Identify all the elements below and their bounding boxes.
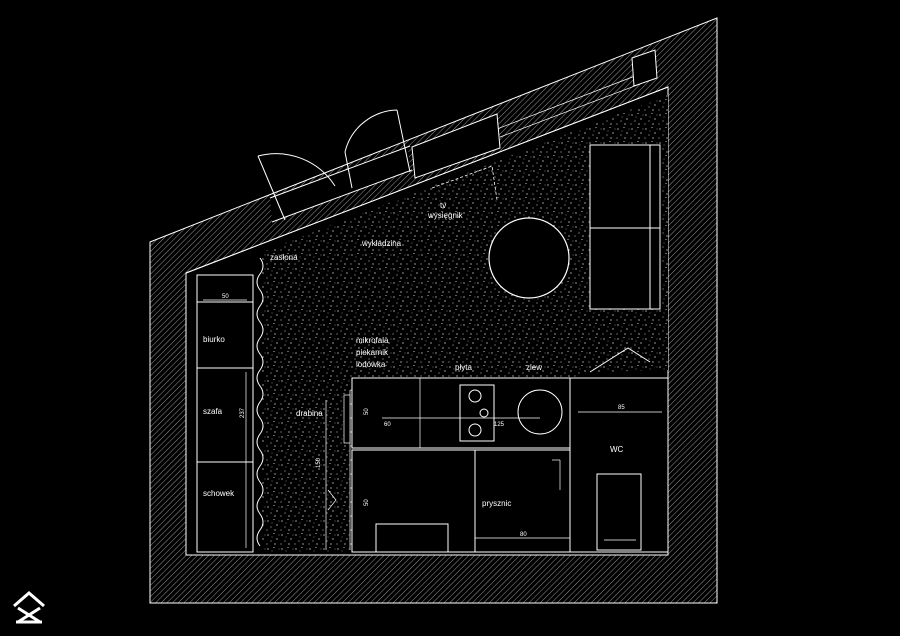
label-desk: biurko — [203, 335, 225, 344]
dim-counter-depth: 50 — [364, 408, 370, 415]
label-tv: tv — [440, 201, 446, 210]
label-fridge: lodówka — [356, 360, 386, 369]
ladder — [325, 390, 351, 550]
bathroom — [351, 449, 571, 553]
dim-wardrobe-depth: 50 — [222, 294, 229, 300]
label-sink: zlew — [526, 363, 542, 372]
wc-room — [569, 347, 669, 553]
round-table — [488, 217, 570, 299]
label-curtain: zasłona — [270, 253, 298, 262]
dim-shower-width: 80 — [520, 532, 527, 538]
dimension-labels: 50 237 50 60 125 85 150 50 80 — [222, 294, 625, 538]
dim-sink-width: 125 — [494, 422, 505, 428]
label-shower: prysznic — [482, 499, 511, 508]
label-hob: płyta — [455, 363, 472, 372]
wardrobe-unit — [196, 274, 254, 553]
house-logo-icon — [13, 591, 45, 624]
label-carpet: wykładzina — [361, 239, 402, 248]
label-microwave: mikrofala — [356, 336, 389, 345]
interior-outline — [185, 86, 669, 556]
windows — [411, 28, 658, 179]
dim-ladder-height: 150 — [316, 457, 322, 468]
label-wc: WC — [610, 445, 624, 454]
kitchen-counter — [351, 377, 571, 449]
balcony-door[interactable] — [257, 109, 413, 223]
room-labels: tv wysięgnik wykładzina zasłona biurko s… — [203, 201, 624, 508]
label-tv-arm: wysięgnik — [427, 211, 464, 220]
sink-bowl — [517, 389, 563, 435]
label-ladder: drabina — [296, 409, 323, 418]
sofa — [589, 144, 661, 310]
tv-arm — [431, 165, 498, 201]
dim-shower-depth: 50 — [364, 499, 370, 506]
label-oven: piekarnik — [356, 348, 389, 357]
dim-wc-width: 85 — [618, 405, 625, 411]
dim-wardrobe-length: 237 — [240, 407, 246, 418]
label-storage: schowek — [203, 489, 235, 498]
curtain — [256, 257, 264, 547]
dim-counter-width: 60 — [384, 422, 391, 428]
label-wardrobe: szafa — [203, 407, 223, 416]
